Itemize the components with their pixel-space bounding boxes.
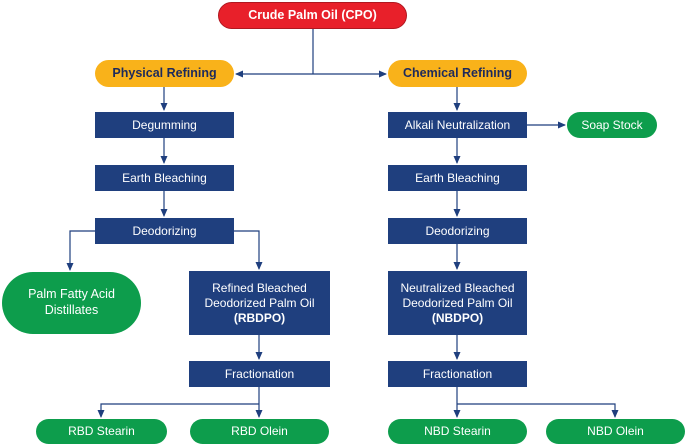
rbd-stearin-node: RBD Stearin	[36, 419, 167, 444]
chemical-deodorizing-label: Deodorizing	[425, 223, 490, 238]
chemical-deodorizing-node: Deodorizing	[388, 218, 527, 244]
nbd-olein-label: NBD Olein	[587, 424, 644, 438]
edge-fractionation-to-nbd-olein	[457, 403, 619, 418]
rbdpo-label-line2: Deodorized Palm Oil	[204, 295, 315, 310]
physical-deodorizing-label: Deodorizing	[132, 223, 197, 238]
chemical-fractionation-node: Fractionation	[388, 361, 527, 387]
nbd-stearin-label: NBD Stearin	[424, 424, 491, 438]
rbd-olein-label: RBD Olein	[231, 424, 288, 438]
physical-refining-label: Physical Refining	[112, 65, 217, 80]
nbdpo-node: Neutralized Bleached Deodorized Palm Oil…	[388, 271, 527, 335]
physical-refining-node: Physical Refining	[95, 60, 234, 87]
chemical-earth-bleaching-label: Earth Bleaching	[415, 170, 500, 185]
soap-stock-label: Soap Stock	[581, 117, 643, 132]
chemical-fractionation-label: Fractionation	[422, 366, 493, 381]
pfad-label-line1: Palm Fatty Acid	[28, 287, 115, 302]
rbdpo-node: Refined Bleached Deodorized Palm Oil (RB…	[189, 271, 330, 335]
edge-deodorizing-to-rbdpo	[234, 230, 263, 270]
rbdpo-label-line1: Refined Bleached	[212, 280, 307, 295]
chemical-refining-node: Chemical Refining	[388, 60, 527, 87]
edge-deodorizing-to-pfad	[66, 230, 95, 271]
palm-fatty-acid-distillates-node: Palm Fatty Acid Distillates	[2, 272, 141, 334]
physical-earth-bleaching-label: Earth Bleaching	[122, 170, 207, 185]
crude-palm-oil-node: Crude Palm Oil (CPO)	[218, 2, 407, 29]
physical-fractionation-label: Fractionation	[224, 366, 295, 381]
physical-fractionation-node: Fractionation	[189, 361, 330, 387]
crude-palm-oil-label: Crude Palm Oil (CPO)	[248, 7, 377, 22]
rbd-olein-node: RBD Olein	[190, 419, 329, 444]
alkali-neutralization-node: Alkali Neutralization	[388, 112, 527, 138]
chemical-refining-label: Chemical Refining	[402, 65, 513, 80]
physical-earth-bleaching-node: Earth Bleaching	[95, 165, 234, 191]
chemical-earth-bleaching-node: Earth Bleaching	[388, 165, 527, 191]
physical-deodorizing-node: Deodorizing	[95, 218, 234, 244]
nbd-stearin-node: NBD Stearin	[388, 419, 527, 444]
nbdpo-label-line2: Deodorized Palm Oil	[402, 295, 513, 310]
soap-stock-node: Soap Stock	[567, 112, 657, 138]
nbdpo-label-line1: Neutralized Bleached	[400, 280, 515, 295]
nbdpo-label-abbrev: (NBDPO)	[431, 310, 484, 325]
rbd-stearin-label: RBD Stearin	[68, 424, 135, 438]
degumming-label: Degumming	[132, 117, 197, 132]
nbd-olein-node: NBD Olein	[546, 419, 685, 444]
alkali-neutralization-label: Alkali Neutralization	[404, 117, 511, 132]
edge-fractionation-to-rbd-stearin	[97, 403, 259, 418]
pfad-label-line2: Distillates	[44, 303, 99, 317]
rbdpo-label-abbrev: (RBDPO)	[233, 310, 286, 325]
degumming-node: Degumming	[95, 112, 234, 138]
